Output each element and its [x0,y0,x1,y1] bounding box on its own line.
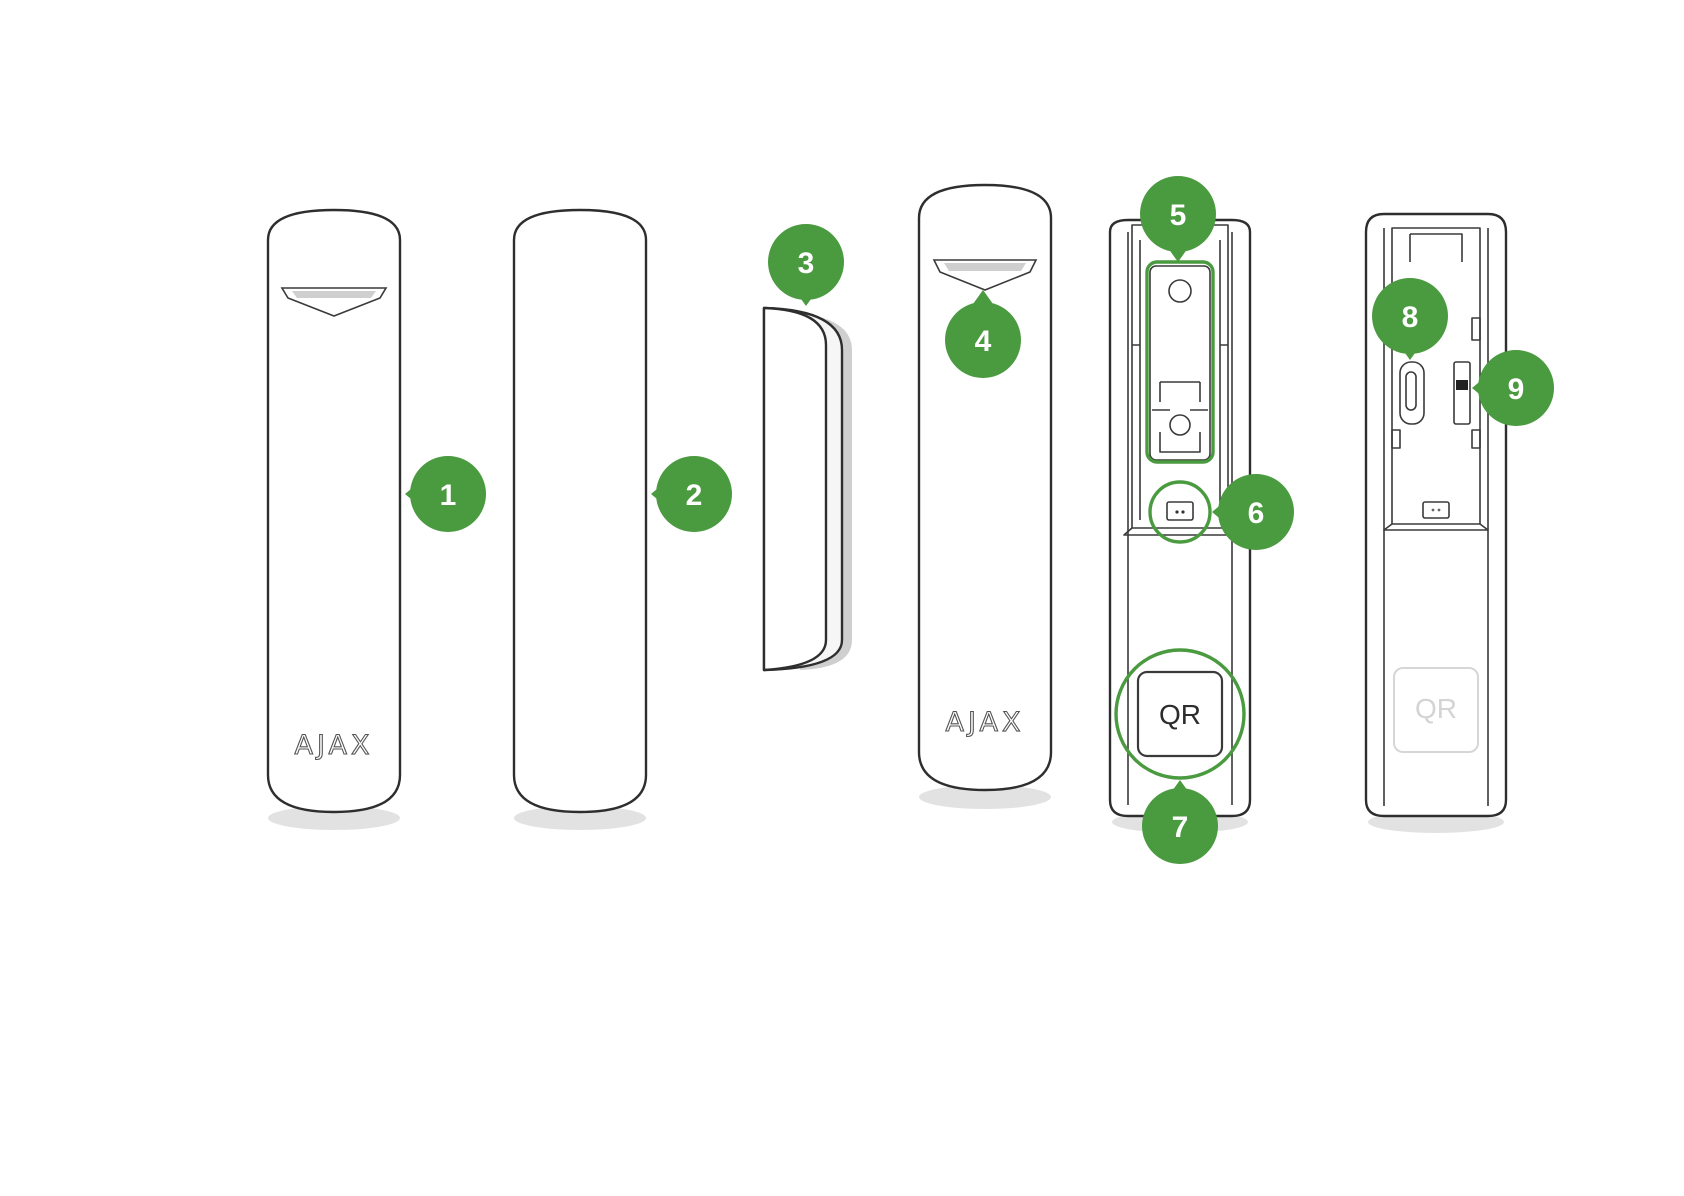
svg-text:8: 8 [1402,301,1419,334]
callout-marker-1: 1 [405,456,486,532]
callout-marker-2: 2 [651,456,732,532]
svg-text:7: 7 [1172,811,1189,844]
svg-text:3: 3 [798,247,815,280]
battery-holder [1150,266,1210,460]
qr-code-sticker: QR [1138,672,1222,756]
svg-text:6: 6 [1248,497,1265,530]
svg-text:4: 4 [975,325,992,358]
qr-label-ghost: QR [1415,693,1457,724]
qr-code-area: QR [1394,668,1478,752]
qr-label: QR [1159,699,1201,730]
external-contact-terminal-icon [1400,362,1424,424]
brand-logo: AJAX [295,730,374,761]
switch-icon [1454,362,1470,424]
callout-marker-3: 3 [768,224,844,306]
brand-logo: AJAX [946,707,1025,738]
detector-blank-side [514,210,646,830]
detector-front: AJAX [268,210,400,830]
magnet-side-view [764,308,852,670]
svg-text:2: 2 [686,479,703,512]
detector-front-angled: AJAX [919,185,1051,809]
tamper-button-icon [1167,502,1193,520]
svg-text:5: 5 [1170,199,1187,232]
svg-text:9: 9 [1508,373,1525,406]
svg-text:1: 1 [440,479,457,512]
